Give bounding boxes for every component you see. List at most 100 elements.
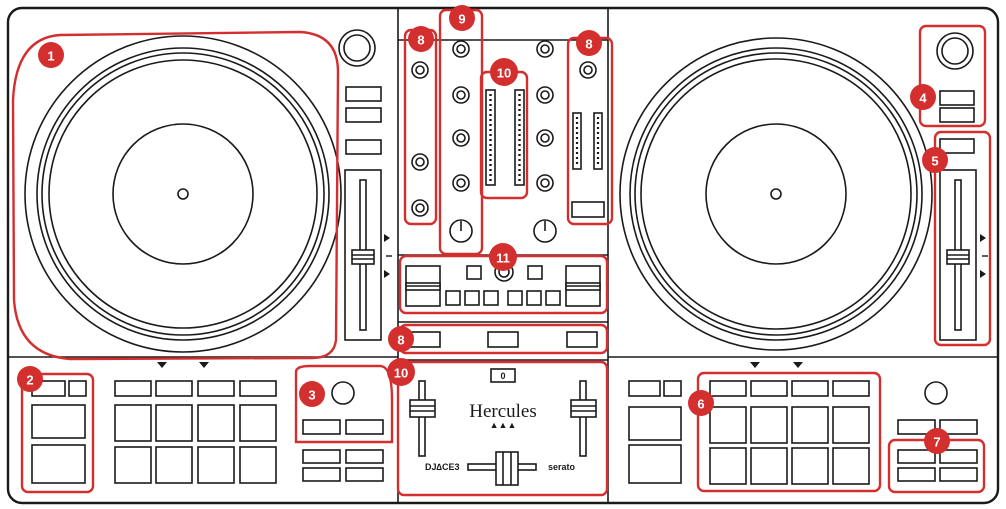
mixer-knob[interactable] (411, 61, 429, 79)
mixer-small-button-right[interactable] (527, 265, 543, 280)
mixer-cue-button[interactable] (445, 290, 461, 306)
mixer-vu-meters (485, 89, 525, 186)
mixer-knob[interactable] (452, 174, 470, 192)
left-deck-button-2[interactable] (345, 107, 382, 123)
svg-text:8: 8 (417, 33, 424, 48)
right-pitch-fader[interactable] (939, 169, 977, 341)
mixer-knob[interactable] (411, 199, 429, 217)
left-fx-button-2[interactable] (345, 449, 384, 464)
left-pad-mode-2[interactable] (155, 380, 193, 397)
mixer-right-eq-knobs (533, 40, 557, 243)
right-pad-mode-1[interactable] (709, 380, 747, 397)
left-loop-out-button[interactable] (345, 419, 384, 435)
right-pad[interactable] (750, 406, 788, 444)
mixer-cue-button[interactable] (526, 290, 542, 306)
left-pad[interactable] (155, 446, 193, 484)
left-pad[interactable] (114, 404, 152, 442)
right-browse-knob[interactable] (936, 32, 974, 70)
mixer-knob[interactable] (411, 153, 429, 171)
svg-text:5: 5 (931, 154, 938, 169)
mixer-mode-button-3[interactable] (566, 331, 598, 348)
left-pad[interactable] (239, 446, 277, 484)
highlight-left-filter (403, 28, 438, 226)
left-pad-mode-3[interactable] (197, 380, 235, 397)
left-pad[interactable] (114, 446, 152, 484)
right-pad-mode-4[interactable] (832, 380, 870, 397)
right-loop-out-button[interactable] (939, 419, 978, 435)
mixer-cue-button[interactable] (483, 290, 499, 306)
mixer-knob[interactable] (536, 86, 554, 104)
mixer-knob[interactable] (536, 129, 554, 147)
left-pad[interactable] (197, 404, 235, 442)
right-fx-button-4[interactable] (939, 467, 978, 482)
mixer-knob[interactable] (536, 174, 554, 192)
left-fx-button-3[interactable] (302, 467, 341, 482)
right-jog-wheel[interactable] (619, 37, 933, 351)
highlight-left-transport (20, 372, 95, 494)
left-jog-wheel[interactable] (24, 35, 342, 353)
svg-text:8: 8 (397, 333, 404, 348)
left-small-button[interactable] (68, 380, 87, 397)
mixer-cue-button[interactable] (507, 290, 523, 306)
mixer-crossfader[interactable] (467, 451, 537, 486)
right-jog-marker-a (750, 362, 760, 368)
callout-badge-1: 1 (38, 42, 64, 68)
left-fx-button-4[interactable] (345, 467, 384, 482)
left-play-button[interactable] (31, 444, 86, 484)
left-browse-knob[interactable] (338, 29, 376, 67)
mixer-right-gain-knob[interactable] (533, 219, 557, 243)
left-deck-button-3[interactable] (345, 139, 382, 155)
right-loop-knob[interactable] (924, 381, 948, 405)
left-pad[interactable] (155, 404, 193, 442)
right-pad[interactable] (791, 406, 829, 444)
left-pad-mode-4[interactable] (239, 380, 277, 397)
mixer-cue-button[interactable] (545, 290, 561, 306)
mixer-small-button-left[interactable] (466, 265, 482, 280)
mixer-knob[interactable] (452, 129, 470, 147)
right-fx-button-1[interactable] (897, 449, 936, 464)
mixer-cue-button[interactable] (464, 290, 480, 306)
mixer-right-volume-mini[interactable] (565, 265, 601, 307)
right-fx-button-2[interactable] (939, 449, 978, 464)
right-deck-button-3[interactable] (939, 138, 975, 154)
right-play-button[interactable] (628, 444, 682, 484)
right-small-button[interactable] (663, 380, 682, 397)
mixer-knob[interactable] (579, 61, 597, 79)
mixer-mode-button-1[interactable] (409, 331, 441, 348)
left-cue-button[interactable] (31, 404, 86, 439)
right-deck-button-1[interactable] (939, 90, 975, 106)
right-pad[interactable] (709, 406, 747, 444)
mixer-mode-button-2[interactable] (487, 331, 519, 348)
callout-badge-7: 7 (924, 428, 950, 454)
svg-text:9: 9 (458, 12, 465, 27)
right-pad[interactable] (832, 447, 870, 485)
mixer-right-button[interactable] (571, 201, 605, 218)
right-loop-in-button[interactable] (897, 419, 936, 435)
right-pad[interactable] (709, 447, 747, 485)
left-fx-button-1[interactable] (302, 449, 341, 464)
right-fx-button-3[interactable] (897, 467, 936, 482)
left-pad[interactable] (197, 446, 235, 484)
mixer-left-channel-fader[interactable] (409, 380, 436, 457)
mixer-knob[interactable] (452, 86, 470, 104)
svg-text:7: 7 (933, 435, 940, 450)
right-pad-mode-2[interactable] (750, 380, 788, 397)
left-deck-button-1[interactable] (345, 86, 382, 102)
mixer-right-channel-fader[interactable] (570, 380, 597, 457)
right-pad[interactable] (832, 406, 870, 444)
left-pad-mode-1[interactable] (114, 380, 152, 397)
right-shift-button[interactable] (628, 380, 661, 397)
right-deck-button-2[interactable] (939, 107, 975, 123)
mixer-knob[interactable] (536, 40, 554, 58)
mixer-knob[interactable] (452, 40, 470, 58)
right-pad[interactable] (791, 447, 829, 485)
mixer-left-volume-mini[interactable] (405, 265, 441, 307)
right-cue-button[interactable] (628, 406, 682, 441)
right-pad-mode-3[interactable] (791, 380, 829, 397)
mixer-left-gain-knob[interactable] (449, 219, 473, 243)
left-pitch-fader[interactable] (344, 169, 382, 341)
left-loop-in-button[interactable] (302, 419, 341, 435)
left-loop-knob[interactable] (331, 381, 355, 405)
left-pad[interactable] (239, 404, 277, 442)
right-pad[interactable] (750, 447, 788, 485)
